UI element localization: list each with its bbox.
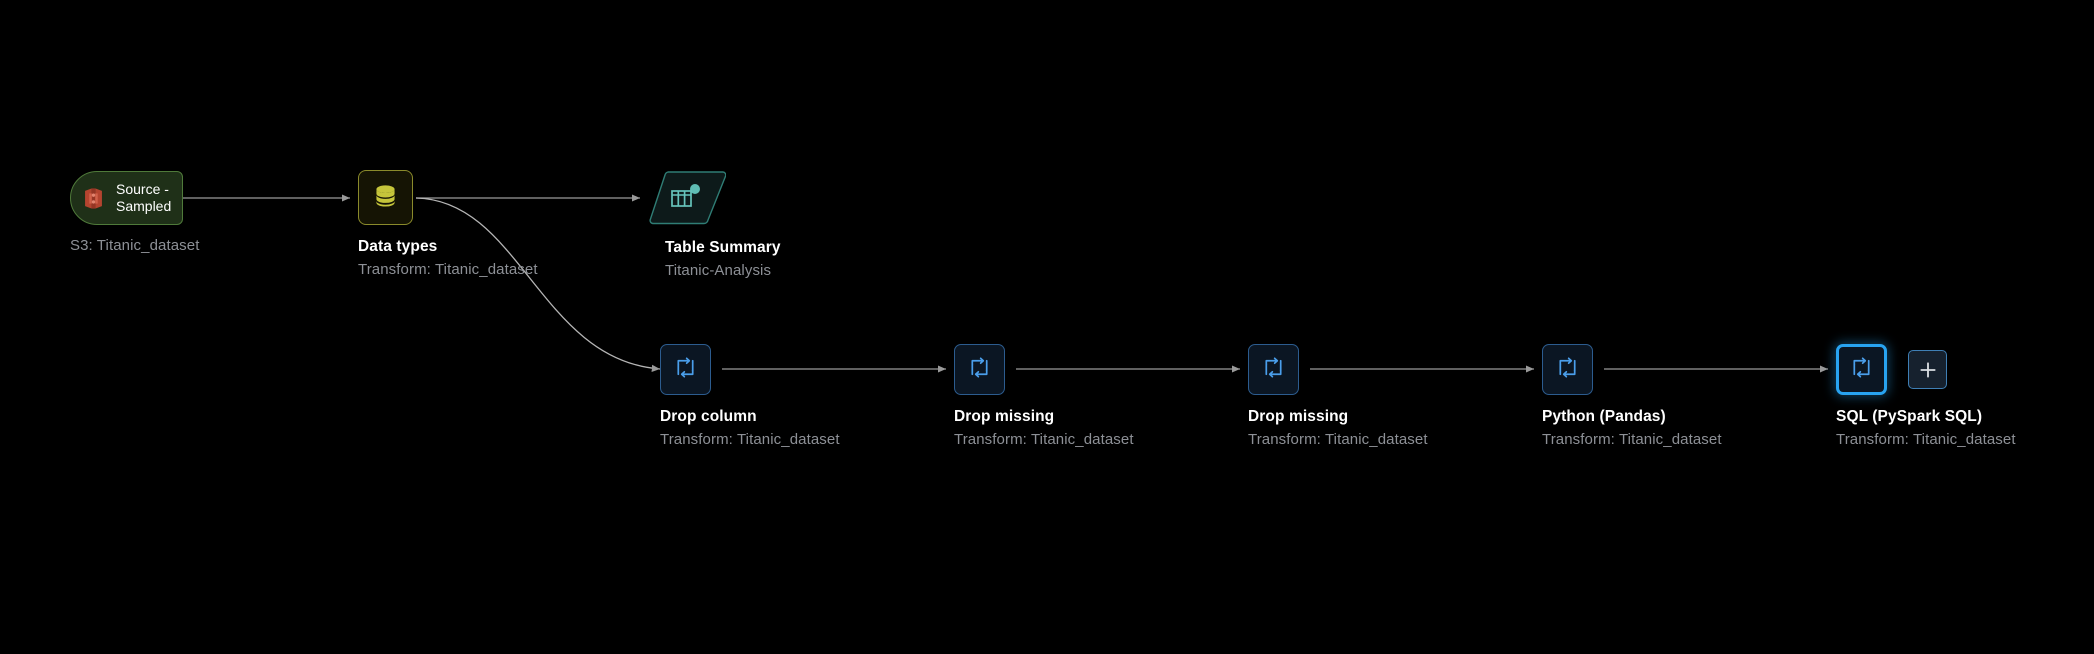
node-sql-pyspark[interactable]: SQL (PySpark SQL) Transform: Titanic_dat… [1836, 344, 2016, 451]
node-drop-column-title: Drop column [660, 408, 757, 425]
node-data-types[interactable]: Data types Transform: Titanic_dataset [358, 170, 538, 281]
node-data-types-labels: Data types Transform: Titanic_dataset [358, 236, 538, 281]
transform-loop-icon [1554, 354, 1581, 386]
node-sql-pyspark-labels: SQL (PySpark SQL) Transform: Titanic_dat… [1836, 406, 2016, 451]
node-drop-missing-1-subtitle: Transform: Titanic_dataset [954, 431, 1134, 449]
transform-loop-icon [1260, 354, 1287, 386]
transform-loop-icon [966, 354, 993, 386]
node-table-summary-subtitle: Titanic-Analysis [665, 262, 772, 280]
source-badge-line2: Sampled [116, 198, 172, 214]
node-table-summary-title: Table Summary [665, 239, 781, 256]
node-python-pandas[interactable]: Python (Pandas) Transform: Titanic_datas… [1542, 344, 1722, 451]
node-table-summary[interactable]: Table Summary Titanic-Analysis [648, 170, 781, 282]
node-drop-column[interactable]: Drop column Transform: Titanic_dataset [660, 344, 840, 451]
node-sql-pyspark-title: SQL (PySpark SQL) [1836, 408, 1983, 425]
node-python-pandas-title: Python (Pandas) [1542, 408, 1666, 425]
node-table-summary-shape[interactable] [648, 170, 726, 226]
node-data-types-subtitle: Transform: Titanic_dataset [358, 261, 538, 279]
node-source-shape[interactable]: Source - Sampled [70, 171, 183, 225]
node-drop-missing-2-shape[interactable] [1248, 344, 1299, 395]
node-python-pandas-labels: Python (Pandas) Transform: Titanic_datas… [1542, 406, 1722, 451]
node-data-types-title: Data types [358, 238, 438, 255]
node-sql-pyspark-shape[interactable] [1836, 344, 1887, 395]
transform-loop-icon [1848, 354, 1875, 386]
s3-bucket-icon [80, 185, 107, 212]
node-drop-column-subtitle: Transform: Titanic_dataset [660, 431, 840, 449]
node-drop-missing-2-subtitle: Transform: Titanic_dataset [1248, 431, 1428, 449]
source-badge-label: Source - Sampled [116, 181, 171, 216]
node-drop-column-labels: Drop column Transform: Titanic_dataset [660, 406, 840, 451]
node-source-title: S3: Titanic_dataset [70, 237, 200, 254]
node-source-labels: S3: Titanic_dataset [70, 236, 199, 257]
node-python-pandas-shape[interactable] [1542, 344, 1593, 395]
node-drop-missing-1-title: Drop missing [954, 408, 1055, 425]
node-drop-column-shape[interactable] [660, 344, 711, 395]
node-data-types-shape[interactable] [358, 170, 413, 225]
node-python-pandas-subtitle: Transform: Titanic_dataset [1542, 431, 1722, 449]
plus-icon [1918, 360, 1938, 380]
transform-loop-icon [672, 354, 699, 386]
node-sql-pyspark-subtitle: Transform: Titanic_dataset [1836, 431, 2016, 449]
node-drop-missing-1[interactable]: Drop missing Transform: Titanic_dataset [954, 344, 1134, 451]
node-drop-missing-2[interactable]: Drop missing Transform: Titanic_dataset [1248, 344, 1428, 451]
table-chart-icon [668, 182, 702, 217]
source-badge-line1: Source - [116, 180, 169, 197]
node-table-summary-labels: Table Summary Titanic-Analysis [665, 237, 781, 282]
node-source-sampled[interactable]: Source - Sampled S3: Titanic_dataset [70, 171, 199, 257]
node-drop-missing-2-title: Drop missing [1248, 408, 1349, 425]
add-node-button[interactable] [1908, 350, 1947, 389]
node-drop-missing-2-labels: Drop missing Transform: Titanic_dataset [1248, 406, 1428, 451]
database-stack-icon [371, 181, 400, 215]
node-drop-missing-1-shape[interactable] [954, 344, 1005, 395]
node-drop-missing-1-labels: Drop missing Transform: Titanic_dataset [954, 406, 1134, 451]
